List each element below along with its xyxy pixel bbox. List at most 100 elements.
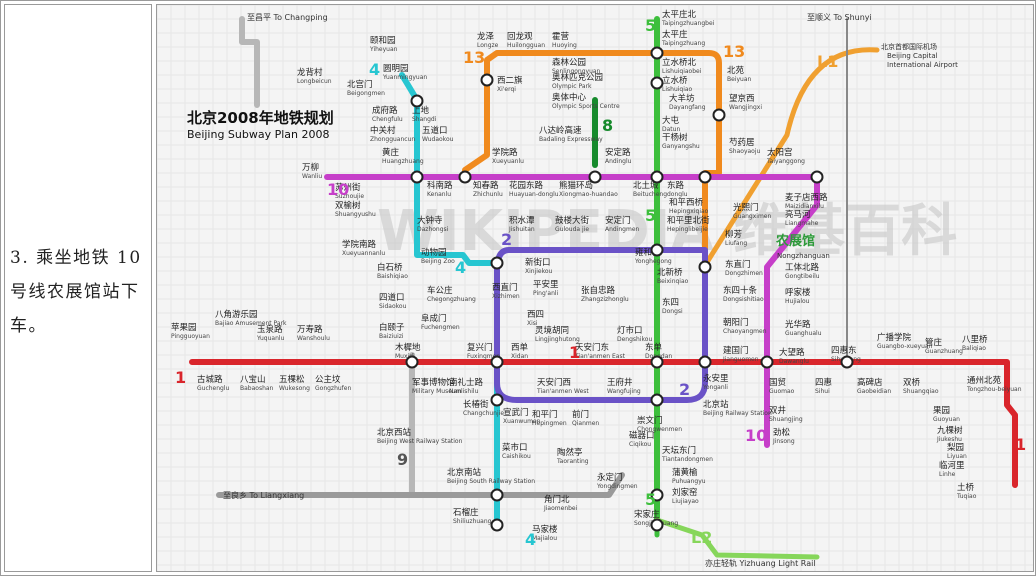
station-label-s77: 玉泉路 xyxy=(257,324,283,335)
label-line4-mid: 4 xyxy=(455,258,466,277)
station-label-en-s58: Dongzhimen xyxy=(725,270,763,277)
station-label-s122: 蒲黄榆 xyxy=(672,467,698,478)
station-label-en-s63: Zhangzizhonglu xyxy=(581,296,629,303)
station-label-s115: 劲松 xyxy=(773,427,791,438)
station-label-s100: 双桥 xyxy=(903,377,921,388)
station-label-en-s86: Jianguomen xyxy=(722,356,759,363)
station-label-s35: 干杨树 xyxy=(662,132,688,143)
station-label-s13: 学院南路 xyxy=(342,239,377,250)
station-label-en-s117: Taoranting xyxy=(556,458,589,465)
station-label-en-s110: Hepingmen xyxy=(532,420,567,427)
line-9 xyxy=(239,16,260,108)
line-9-south xyxy=(216,472,625,498)
station-label-en-s76: Babaoshan xyxy=(240,385,274,392)
station-label-en-s81: Muxidi xyxy=(395,353,415,360)
station-label-s15: 四道口 xyxy=(379,292,405,303)
station-label-en-s45: Guangximen xyxy=(733,213,771,220)
watermark: WIKIPEDIA 维基百科 xyxy=(377,199,957,264)
label-line2-west: 2 xyxy=(501,230,512,249)
station-label-s53: 柳芳 xyxy=(725,229,742,240)
station-label-s5: 成府路 xyxy=(372,105,398,116)
station-label-en-s112: Chongwenmen xyxy=(637,426,682,433)
station-label-s66: 阜成门 xyxy=(421,313,447,324)
station-label-s125: 石榴庄 xyxy=(453,507,479,518)
label-line1-center: 1 xyxy=(569,343,580,362)
station-label-en-s109: Xuanwumen xyxy=(503,418,541,425)
station-label-s17: 龙泽 xyxy=(477,31,495,42)
station-label-en-s104: Linhe xyxy=(939,471,956,478)
station-label-s71: 朝阳门 xyxy=(723,317,749,328)
station-label-en-s87: Dawanglu xyxy=(779,358,809,365)
interchange-node xyxy=(410,170,424,184)
station-label-s89: 广播学院 xyxy=(877,332,912,343)
station-label-en-s69: Dongsi xyxy=(662,308,683,315)
station-label-en-s62: Ping'anli xyxy=(533,290,559,297)
station-label-s110: 和平门 xyxy=(532,409,558,420)
station-label-s54: 动物园 xyxy=(421,247,447,258)
station-label-en-s27: Lishuiqiao xyxy=(662,86,693,93)
interchange-node xyxy=(810,170,824,184)
station-label-s68: 灵境胡同 xyxy=(535,325,569,336)
line-numbers: 1 1 1 2 2 4 4 4 5 5 5 8 9 10 10 13 13 L1… xyxy=(175,16,1026,549)
station-label-s58: 东直门 xyxy=(725,259,751,270)
line-L2 xyxy=(654,517,820,560)
station-label-en-s71: Chaoyangmen xyxy=(723,328,767,335)
station-label-s31: 大屯 xyxy=(662,115,680,126)
station-label-s102: 果园 xyxy=(933,406,950,416)
station-label-en-s57: Beixinqiao xyxy=(657,278,689,285)
station-label-s84: 天安门东 xyxy=(575,342,609,353)
station-label-s106: 土桥 xyxy=(957,482,975,493)
station-label-s9: 黄庄 xyxy=(382,147,400,158)
station-label-en-s25: Olympic Sports Centre xyxy=(552,103,620,110)
label-line5-south: 5 xyxy=(645,490,656,509)
station-label-s83: 西单 xyxy=(511,342,529,353)
station-label-en-s55: Xinjiekou xyxy=(525,268,553,275)
station-label-s48: 大钟寺 xyxy=(417,215,443,226)
label-line10-south: 10 xyxy=(745,426,767,445)
station-label-en-s8: Zhongguancun xyxy=(370,136,415,143)
interchange-node xyxy=(840,355,854,369)
station-label-en-s123: Liujiayao xyxy=(672,498,699,505)
station-label-s103: 九棵树 xyxy=(937,425,963,436)
station-label-en-s11: Suzhoujie xyxy=(335,193,364,200)
station-label-s104: 临河里 xyxy=(939,460,965,471)
interchange-node xyxy=(650,46,664,60)
station-label-en-s42: Beitucheng xyxy=(633,191,667,198)
station-label-en-s40: Huayuan-donglu xyxy=(509,191,559,198)
station-label-en-s5: Chengfulu xyxy=(372,116,403,123)
station-label-en-s9: Huangzhuang xyxy=(382,158,424,165)
highlight-station: 农展馆 xyxy=(775,233,815,249)
interchange-node xyxy=(490,355,504,369)
station-label-en-s79: Wanshoulu xyxy=(297,335,330,342)
station-label-en-s120: Beijing South Railway Station xyxy=(447,478,535,485)
station-label-en-s101: Tongzhou-beiyuan xyxy=(966,386,1022,393)
station-label-en-s17: Longze xyxy=(477,42,499,49)
station-label-en-s97: Guomao xyxy=(769,388,795,395)
interchange-node xyxy=(490,256,504,270)
label-line1-east: 1 xyxy=(1015,435,1026,454)
station-label-en-s84: Tian'anmen East xyxy=(574,353,626,360)
station-label-en-s100: Shuangqiao xyxy=(903,388,939,395)
station-label-s43: 东路 xyxy=(667,180,685,191)
station-label-s118: 磁器口 xyxy=(629,430,655,441)
station-label-s126: 宋家庄 xyxy=(634,509,660,520)
dir-changping: 至昌平 To Changping xyxy=(247,13,328,22)
station-label-en-s121: Yongdingmen xyxy=(596,483,638,490)
station-label-en-s29: Dayangfang xyxy=(669,104,706,111)
label-line13-west: 13 xyxy=(463,48,485,67)
station-label-en-s98: Sihui xyxy=(815,388,830,395)
interchange-node xyxy=(490,393,504,407)
line-1 xyxy=(189,359,1018,488)
station-label-s51: 安定门 xyxy=(605,215,631,226)
station-label-en-s102: Guoyuan xyxy=(933,416,960,423)
station-label-en-s73: Pingguoyuan xyxy=(171,333,210,340)
station-label-s26: 立水桥北 xyxy=(662,57,697,68)
station-label-en-s68: Lingjinghutong xyxy=(535,336,580,343)
station-label-s22: 西二旗 xyxy=(497,75,523,86)
station-label-en-s83: Xidan xyxy=(511,353,528,360)
station-label-en-s108: Changchunjie xyxy=(463,410,504,417)
interchange-node xyxy=(405,355,419,369)
station-label-en-s33: Badaling Expressway xyxy=(539,136,603,143)
interchange-node xyxy=(490,488,504,502)
interchange-node xyxy=(712,108,726,122)
